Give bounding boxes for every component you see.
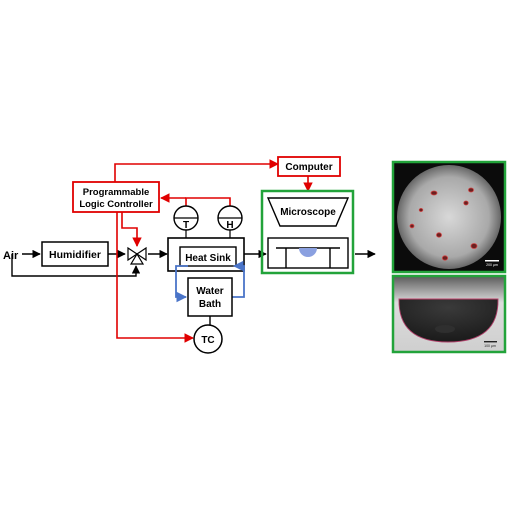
heat-sink-label: Heat Sink xyxy=(185,253,231,264)
imaging-enclosure: Microscope xyxy=(260,189,355,275)
three-way-valve-icon xyxy=(127,246,147,265)
water-supply-line xyxy=(232,260,245,298)
bottom-micrograph: 100 µm xyxy=(391,274,507,354)
control-signal-lines xyxy=(114,159,313,343)
plc-box xyxy=(72,181,160,213)
plc-to-valve-line xyxy=(121,212,142,247)
plc-label-line2: Logic Controller xyxy=(79,199,153,210)
droplet-icon xyxy=(299,248,317,257)
droplet-profile xyxy=(398,298,499,343)
water-return-line xyxy=(175,265,188,303)
programmable-logic-controller: Programmable Logic Controller xyxy=(72,181,160,213)
microscope-icon xyxy=(266,197,350,227)
tc-label: TC xyxy=(201,335,214,346)
plc-label-line1: Programmable xyxy=(83,187,150,198)
heat-sink-box xyxy=(179,246,237,267)
temperature-controller: TC xyxy=(193,324,223,354)
temperature-sensor-label: T xyxy=(183,220,189,231)
bottom-scale-bar xyxy=(484,341,497,343)
computer-label: Computer xyxy=(285,162,332,173)
imaging-frame xyxy=(260,189,355,275)
computer-box xyxy=(277,156,341,177)
top-scale-label: 200 µm xyxy=(486,263,498,267)
plc-to-computer-line xyxy=(114,159,279,182)
humidifier: Humidifier xyxy=(41,241,109,267)
microscope-label: Microscope xyxy=(280,207,336,218)
heat-sink: Heat Sink xyxy=(167,237,245,272)
water-bath-box xyxy=(187,277,233,317)
bottom-scale-label: 100 µm xyxy=(484,344,496,348)
top-scale-bar xyxy=(485,260,499,262)
humidifier-label: Humidifier xyxy=(49,249,101,261)
dry-air-bypass-line xyxy=(11,254,141,277)
air-label: Air xyxy=(3,250,19,262)
top-micrograph-particles xyxy=(409,187,478,261)
tc-circle xyxy=(193,324,223,354)
water-bath: Water Bath xyxy=(187,277,233,317)
humidity-sensor-icon: H xyxy=(217,205,243,238)
computer: Computer xyxy=(277,156,341,177)
top-micrograph-field xyxy=(397,165,501,269)
water-bath-label-line1: Water xyxy=(196,286,224,297)
air-flow-lines xyxy=(11,249,376,277)
water-loop-lines xyxy=(175,260,245,303)
droplet-reflection xyxy=(435,325,455,333)
plc-to-tc-line xyxy=(116,212,194,343)
water-bath-label-line2: Bath xyxy=(199,299,221,310)
humidifier-box xyxy=(41,241,109,267)
humidity-sensor-label: H xyxy=(226,220,233,231)
top-micrograph: 200 µm xyxy=(391,160,507,274)
sensor-bridge-line xyxy=(185,197,231,206)
temperature-sensor-icon: T xyxy=(173,205,199,238)
